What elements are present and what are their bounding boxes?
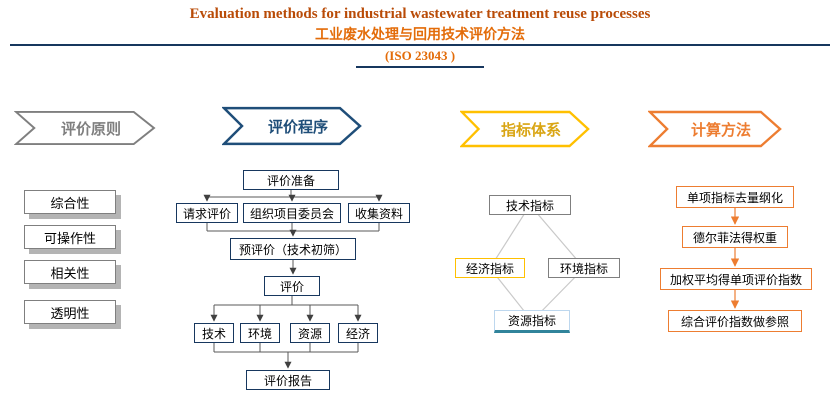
indicator-resource: 资源指标	[494, 310, 570, 333]
calculation-banner-label: 计算方法	[690, 121, 751, 139]
procedure-banner-label: 评价程序	[267, 118, 328, 136]
flow-step-request: 请求评价	[176, 203, 238, 223]
indicators-banner: 指标体系	[460, 110, 590, 148]
chevron-shape-navy	[222, 106, 362, 146]
indicator-economy: 经济指标	[455, 258, 525, 278]
principle-item: 综合性	[24, 190, 116, 214]
flow-step-prepare: 评价准备	[243, 170, 339, 190]
calc-step-normalize: 单项指标去量纲化	[676, 186, 794, 208]
title-chinese: 工业废水处理与回用技术评价方法	[315, 26, 525, 42]
calc-step-delphi-weights: 德尔菲法得权重	[682, 226, 788, 248]
calc-step-weighted-average: 加权平均得单项评价指数	[660, 268, 812, 290]
principle-item: 相关性	[24, 260, 116, 284]
flow-step-collect: 收集资料	[348, 203, 410, 223]
chevron-shape-gray	[14, 110, 156, 146]
flow-aspect-technology: 技术	[194, 323, 234, 343]
title-divider-line	[10, 44, 830, 46]
principles-banner-label: 评价原则	[60, 120, 121, 138]
flow-aspect-environment: 环境	[240, 323, 280, 343]
indicator-technology: 技术指标	[489, 195, 571, 215]
flow-step-evaluate: 评价	[264, 276, 320, 296]
flow-step-pre-evaluation: 预评价（技术初筛）	[230, 238, 356, 260]
calc-step-composite-index: 综合评价指数做参照	[668, 310, 802, 332]
chevron-shape-yellow	[460, 110, 590, 148]
procedure-banner: 评价程序	[222, 106, 362, 146]
flow-aspect-economy: 经济	[338, 323, 378, 343]
indicators-banner-label: 指标体系	[500, 121, 561, 139]
title-iso-code: (ISO 23043 )	[384, 48, 456, 63]
indicator-environment: 环境指标	[548, 258, 620, 278]
principle-item: 透明性	[24, 300, 116, 324]
calculation-banner: 计算方法	[648, 110, 782, 148]
principles-banner: 评价原则	[14, 110, 156, 146]
title-english: Evaluation methods for industrial wastew…	[189, 6, 651, 22]
flow-step-committee: 组织项目委员会	[243, 203, 341, 223]
procedure-connectors	[203, 190, 383, 369]
chevron-shape-orange	[648, 110, 782, 148]
flow-step-report: 评价报告	[246, 370, 330, 390]
flow-aspect-resource: 资源	[290, 323, 330, 343]
iso-underline	[356, 66, 484, 68]
principle-item: 可操作性	[24, 225, 116, 249]
